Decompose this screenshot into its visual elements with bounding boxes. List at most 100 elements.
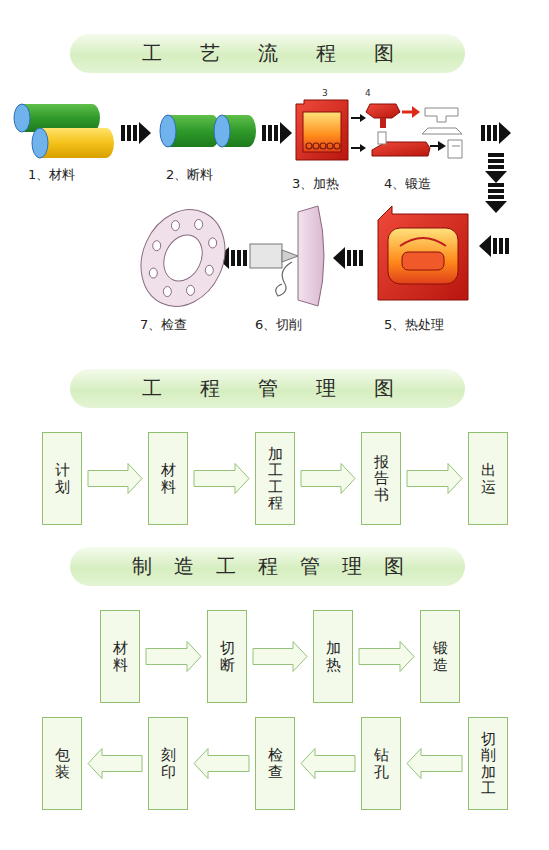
lathe-cutting (250, 244, 282, 268)
forging-press (351, 104, 462, 158)
material-bars (22, 104, 92, 132)
cut-bars (214, 115, 230, 147)
flange-part (126, 196, 241, 320)
step-label: 切削加工 (481, 731, 496, 797)
process-box: 材料 (100, 610, 140, 703)
cut-bars (160, 115, 176, 147)
step-caption: 4、锻造 (384, 175, 431, 193)
flow-arrow (333, 247, 363, 269)
step-label: 检查 (268, 747, 283, 780)
flow-arrow (407, 464, 462, 494)
step-label: 加工工程 (268, 446, 283, 512)
flange-part (149, 219, 216, 296)
flange-part (209, 238, 217, 248)
flange-part (195, 219, 203, 229)
material-bars (14, 104, 114, 158)
process-box: 加工工程 (255, 432, 295, 525)
heating-furnace (306, 143, 312, 149)
lathe-cutting (276, 262, 292, 296)
step-label: 材料 (161, 462, 176, 495)
flow-arrow (359, 642, 414, 672)
section-heading-band: 工程管理图 (70, 369, 465, 408)
heat-treatment-furnace (378, 206, 468, 300)
flow-arrow (253, 642, 307, 672)
flow-arrow (88, 749, 142, 779)
flow-arrow (194, 464, 249, 494)
lathe-cutting (298, 206, 324, 306)
step-label: 计划 (55, 462, 70, 495)
flow-arrow (262, 122, 292, 144)
process-box: 出运 (468, 432, 508, 525)
material-bars (84, 104, 100, 132)
section-heading-band: 工艺流程图 (70, 34, 465, 73)
section-heading: 工程管理图 (104, 375, 432, 402)
step-label: 报告书 (374, 454, 389, 504)
process-box: 计划 (42, 432, 82, 525)
step-label: 材料 (113, 640, 128, 673)
heating-furnace (296, 100, 348, 160)
forging-press (366, 104, 400, 118)
step-caption: 3、加热 (292, 175, 339, 193)
forging-press (380, 118, 386, 128)
flow-arrow (121, 122, 151, 144)
step-caption: 6、切削 (255, 316, 302, 334)
heating-furnace (306, 143, 340, 149)
process-box: 锻造 (420, 610, 460, 703)
process-box: 报告书 (361, 432, 401, 525)
step-label: 包装 (55, 747, 70, 780)
lathe-cutting (250, 206, 324, 306)
step-label: 钻孔 (374, 747, 389, 780)
process-box: 加热 (313, 610, 353, 703)
cut-bars (160, 115, 256, 147)
process-box: 检查 (255, 717, 295, 810)
cut-bars (240, 115, 256, 147)
forging-press (360, 114, 366, 152)
process-box: 切断 (207, 610, 247, 703)
flange-part (157, 229, 210, 288)
callout-number: 3 (322, 88, 328, 98)
flow-arrow (407, 749, 462, 779)
section-heading: 制造工程管理图 (110, 553, 426, 580)
forging-press (438, 141, 446, 151)
process-box: 材料 (148, 432, 188, 525)
heating-furnace (320, 143, 326, 149)
heating-furnace (327, 143, 333, 149)
flange-part (153, 241, 161, 251)
section-heading: 工艺流程图 (104, 40, 432, 67)
step-label: 出运 (481, 462, 496, 495)
flow-arrow (301, 749, 355, 779)
forging-press (422, 128, 462, 134)
step-label: 刻印 (161, 747, 176, 780)
flange-part (171, 221, 179, 231)
flow-arrow (301, 464, 355, 494)
flow-arrow (479, 235, 509, 257)
heat-treatment-furnace (402, 252, 444, 270)
forging-press (378, 132, 386, 144)
step-caption: 2、断料 (166, 166, 213, 184)
forging-press (425, 108, 458, 122)
heating-furnace (296, 100, 348, 160)
step-caption: 1、材料 (28, 166, 75, 184)
step-caption: 5、热处理 (384, 316, 444, 334)
step-label: 锻造 (433, 640, 448, 673)
material-bars (14, 104, 30, 132)
step-label: 切断 (220, 640, 235, 673)
process-box: 包装 (42, 717, 82, 810)
flow-arrow (485, 183, 507, 213)
flow-arrow (88, 464, 142, 494)
flange-part (187, 285, 195, 295)
flow-arrow (146, 642, 201, 672)
heat-treatment-furnace (388, 228, 458, 284)
forging-press (448, 140, 462, 158)
material-bars (32, 128, 48, 158)
step-label: 加热 (326, 640, 341, 673)
process-box: 钻孔 (361, 717, 401, 810)
heat-treatment-furnace (400, 238, 446, 246)
lathe-cutting (282, 250, 298, 262)
flange-part (205, 265, 213, 275)
flow-arrow (194, 749, 249, 779)
process-box: 刻印 (148, 717, 188, 810)
forging-press (351, 118, 362, 148)
